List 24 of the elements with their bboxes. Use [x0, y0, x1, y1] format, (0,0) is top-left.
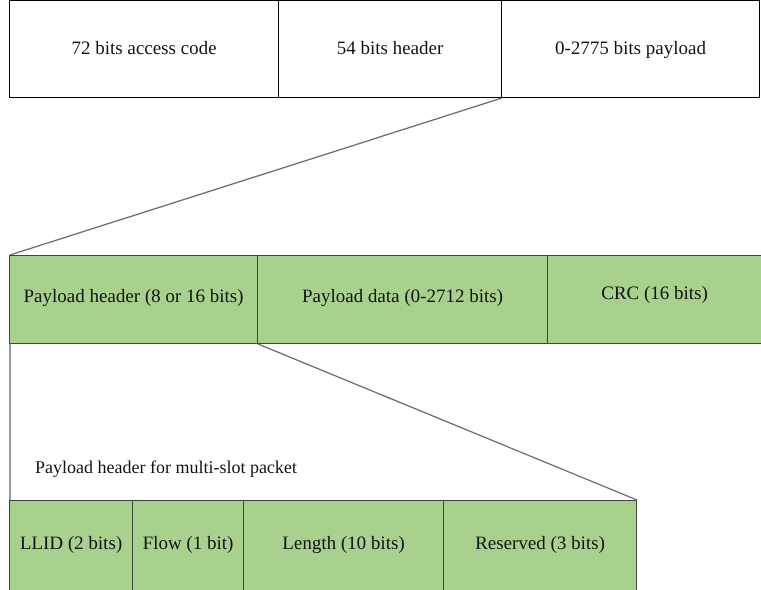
- packet-field: [243, 500, 444, 590]
- field-label: LLID (2 bits): [20, 532, 122, 556]
- field-label: 72 bits access code: [71, 37, 217, 61]
- packet-field: [132, 500, 244, 590]
- packet-field: [443, 500, 637, 590]
- field-label: Reserved (3 bits): [475, 532, 605, 556]
- field-label: Length (10 bits): [282, 532, 405, 556]
- zoom-line: [258, 343, 638, 501]
- zoom-line: [10, 97, 502, 256]
- field-label: Flow (1 bit): [142, 532, 234, 556]
- field-label: CRC (16 bits): [601, 282, 708, 306]
- field-label: 0-2775 bits payload: [555, 37, 706, 61]
- packet-field: [501, 0, 760, 98]
- packet-field: [9, 0, 279, 98]
- field-label: 54 bits header: [336, 37, 444, 61]
- section-caption: Payload header for multi-slot packet: [35, 457, 297, 478]
- packet-field: [9, 255, 258, 344]
- field-label: Payload data (0-2712 bits): [302, 284, 504, 308]
- packet-field: [257, 255, 548, 344]
- packet-field: [547, 255, 761, 344]
- zoom-line: [9, 344, 11, 500]
- field-label: Payload header (8 or 16 bits): [23, 284, 244, 308]
- packet-field: [278, 0, 502, 98]
- packet-field: [9, 500, 133, 590]
